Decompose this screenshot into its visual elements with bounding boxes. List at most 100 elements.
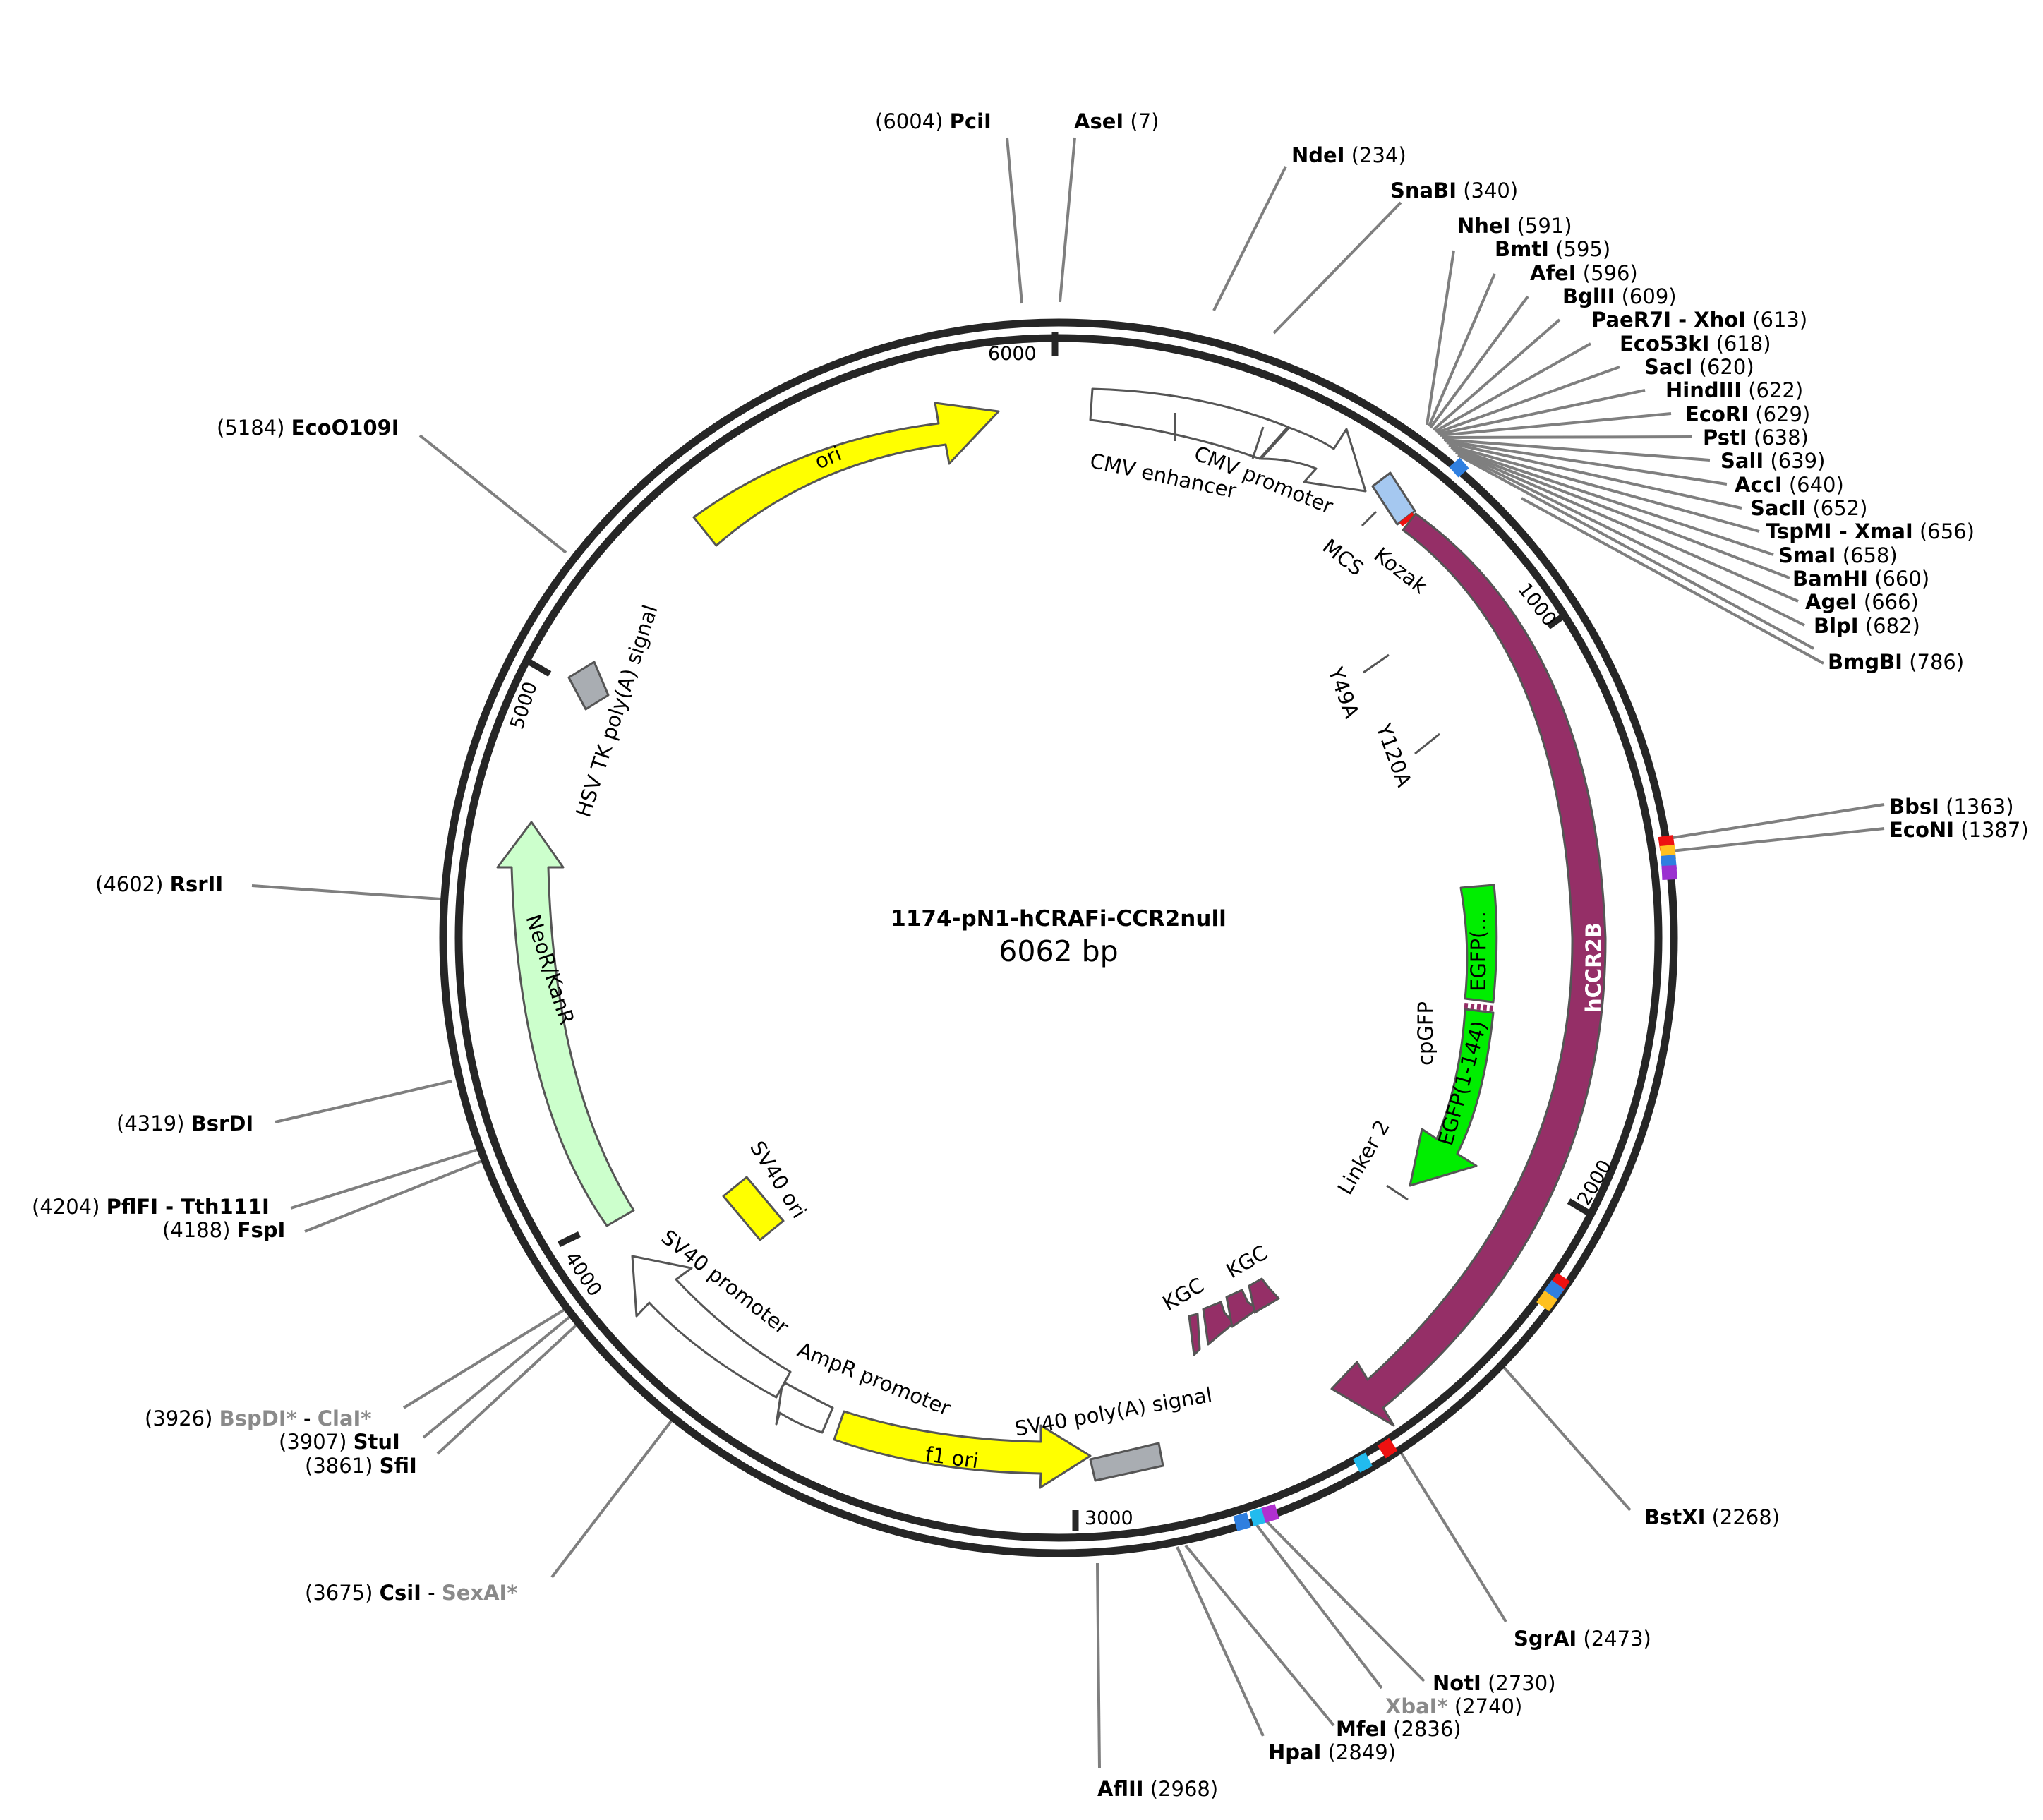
label-hCCR2B: hCCR2B (1581, 922, 1605, 1013)
site-label-PflFI[interactable]: (4204) PflFI - Tth111I (32, 1195, 270, 1219)
site-label-BamHI[interactable]: BamHI (660) (1792, 567, 1929, 591)
feature-hCCR2B[interactable] (1330, 512, 1607, 1427)
leader-SacI (1438, 389, 1646, 435)
label-kgc-1: KGC (1159, 1273, 1208, 1315)
site-leader-lines (251, 137, 1885, 1768)
leader-HindIII (1439, 412, 1672, 437)
feature-mcs[interactable] (1371, 471, 1416, 526)
site-label-EcoRI[interactable]: EcoRI (629) (1685, 402, 1810, 426)
feature-sv40-polyA[interactable] (1089, 1442, 1164, 1482)
mark-2000-yellow (1536, 1290, 1557, 1312)
site-label-MfeI[interactable]: MfeI (2836) (1336, 1717, 1462, 1741)
feature-neo[interactable] (496, 821, 635, 1227)
site-label-AflII[interactable]: AflII (2968) (1097, 1777, 1218, 1801)
plasmid-size: 6062 bp (999, 934, 1118, 968)
leader-BstXI (1500, 1363, 1632, 1512)
tick-label-6000: 6000 (988, 343, 1037, 365)
site-label-NdeI[interactable]: NdeI (234) (1291, 143, 1406, 167)
site-label-BglII[interactable]: BglII (609) (1562, 284, 1677, 308)
label-y120a: Y120A (1371, 720, 1416, 790)
feature-egfp-c[interactable] (1459, 884, 1498, 1004)
leader-cmv-promoter (1251, 426, 1265, 459)
site-label-StuI[interactable]: (3907) StuI (279, 1430, 400, 1454)
feature-ampr-promoter[interactable] (775, 1382, 834, 1434)
leader-PciI (1006, 137, 1023, 304)
leader-SalI (1445, 440, 1728, 486)
site-label-FspI[interactable]: (4188) FspI (162, 1218, 285, 1242)
leader-BmtI (1428, 273, 1496, 427)
site-label-Eco53kI[interactable]: Eco53kI (618) (1620, 332, 1771, 356)
site-label-BmtI[interactable]: BmtI (595) (1495, 237, 1610, 261)
site-label-RsrII[interactable]: (4602) RsrII (95, 872, 223, 896)
leader-y120a (1414, 733, 1440, 755)
site-label-PciI[interactable]: (6004) PciI (875, 109, 992, 133)
site-label-SalI[interactable]: SalI (639) (1720, 449, 1825, 473)
site-label-AseI[interactable]: AseI (7) (1074, 109, 1159, 133)
leader-NdeI (1212, 166, 1287, 311)
leader-PflFI (290, 1147, 481, 1210)
feature-kgc-4[interactable] (1248, 1277, 1280, 1314)
leader-SnaBI (1272, 201, 1402, 335)
site-label-SacII[interactable]: SacII (652) (1750, 496, 1867, 520)
mark-sgrai-cyan (1353, 1452, 1373, 1473)
site-label-BstXI[interactable]: BstXI (2268) (1644, 1505, 1780, 1529)
site-label-BmgBI[interactable]: BmgBI (786) (1828, 650, 1964, 674)
mark-kozak (1449, 457, 1469, 478)
leader-EcoRI (1441, 435, 1693, 439)
leader-BglII (1432, 318, 1561, 431)
mark-noti-cyan (1249, 1507, 1267, 1526)
leader-AccI (1446, 441, 1742, 510)
leader-BmgBI (1521, 497, 1824, 665)
label-mcs: MCS (1318, 534, 1368, 581)
site-label-SacI[interactable]: SacI (620) (1644, 355, 1754, 379)
site-label-AccI[interactable]: AccI (640) (1735, 473, 1844, 497)
site-label-BlpI[interactable]: BlpI (682) (1814, 614, 1920, 638)
leader-SfiI (436, 1318, 584, 1455)
feature-sv40-promoter[interactable] (631, 1255, 792, 1399)
tick-label-4000: 4000 (560, 1248, 605, 1301)
label-egfp-c: EGFP(... (1466, 911, 1490, 992)
site-label-AgeI[interactable]: AgeI (666) (1805, 590, 1919, 614)
site-label-XbaI[interactable]: XbaI* (2740) (1385, 1694, 1522, 1718)
label-kgc-2: KGC (1222, 1241, 1272, 1283)
feature-hsv-tk-polyA[interactable] (567, 661, 610, 711)
mark-bbs-purple (1661, 865, 1677, 880)
site-label-EcoO109I[interactable]: (5184) EcoO109I (217, 416, 399, 440)
feature-sv40-ori[interactable] (722, 1176, 785, 1241)
feature-kgc-2[interactable] (1202, 1301, 1235, 1346)
site-label-BbsI[interactable]: BbsI (1363) (1889, 795, 2014, 819)
site-label-SmaI[interactable]: SmaI (658) (1778, 543, 1898, 567)
site-label-HpaI[interactable]: HpaI (2849) (1268, 1740, 1396, 1764)
site-label-SgrAI[interactable]: SgrAI (2473) (1514, 1627, 1651, 1651)
site-label-PaeR7I[interactable]: PaeR7I - XhoI (613) (1591, 308, 1807, 332)
site-label-HindIII[interactable]: HindIII (622) (1665, 378, 1803, 402)
feature-ori[interactable] (692, 402, 1000, 547)
leader-PaeR7I (1435, 342, 1591, 433)
site-label-AfeI[interactable]: AfeI (596) (1530, 261, 1638, 285)
site-label-CsiI[interactable]: (3675) CsiI - SexAI* (305, 1581, 518, 1605)
leader-FspI (304, 1159, 483, 1233)
site-label-BsrDI[interactable]: (4319) BsrDI (116, 1111, 253, 1135)
site-label-NotI[interactable]: NotI (2730) (1433, 1671, 1556, 1695)
feature-cmv-promoter[interactable] (1260, 426, 1367, 493)
feature-kozak (1399, 512, 1415, 526)
label-linker2: Linker 2 (1333, 1116, 1394, 1198)
leader-AseI (1059, 137, 1076, 303)
site-label-SfiI[interactable]: (3861) SfiI (305, 1454, 417, 1478)
label-sv40-polyA: SV40 poly(A) signal (1013, 1382, 1214, 1441)
feature-kgc-1[interactable] (1188, 1313, 1201, 1356)
leader-StuI (422, 1313, 574, 1439)
site-label-BspDI[interactable]: (3926) BspDI* - ClaI* (145, 1406, 371, 1430)
feature-egfp-n[interactable] (1409, 1008, 1495, 1187)
feature-cmv-enhancer[interactable] (1089, 387, 1289, 460)
feature-f1-ori[interactable] (833, 1410, 1092, 1489)
leader-BbsI (1668, 803, 1885, 840)
leader-NotI (1263, 1518, 1426, 1682)
site-label-SnaBI[interactable]: SnaBI (340) (1390, 179, 1518, 203)
label-kozak: Kozak (1370, 543, 1432, 598)
site-label-PstI[interactable]: PstI (638) (1703, 426, 1809, 450)
mark-noti-purple (1261, 1504, 1279, 1523)
site-label-EcoNI[interactable]: EcoNI (1387) (1889, 818, 2029, 842)
site-label-TspMI[interactable]: TspMI - XmaI (656) (1766, 519, 1975, 543)
site-label-NheI[interactable]: NheI (591) (1457, 214, 1572, 238)
